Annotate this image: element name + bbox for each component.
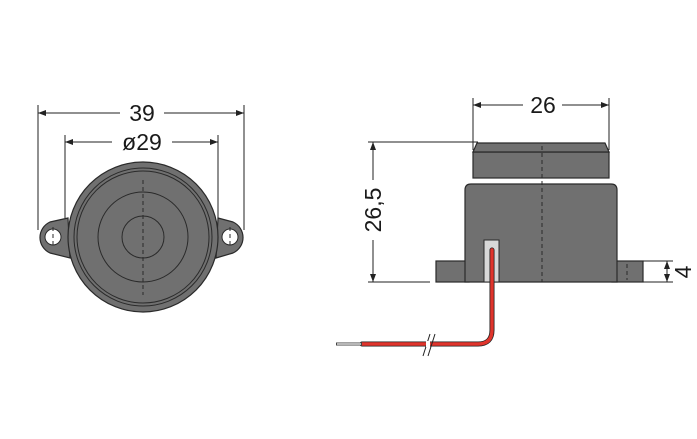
ring xyxy=(76,170,210,304)
dimension-26: 26 xyxy=(472,92,610,150)
width-label: 26 xyxy=(530,92,556,118)
red-wire xyxy=(360,248,494,346)
top-cap xyxy=(472,142,610,153)
housing-lower xyxy=(464,183,618,283)
wire xyxy=(336,247,495,357)
foot-height-label: 4 xyxy=(670,265,696,278)
diameter-label: ø29 xyxy=(122,129,162,155)
dimension-39: 39 xyxy=(37,100,245,230)
housing-upper xyxy=(472,151,610,179)
dimension-26-5: 26,5 xyxy=(360,141,478,283)
side-view: 26 26,5 4 xyxy=(336,92,696,357)
foot-left xyxy=(435,260,470,283)
mounting-ears xyxy=(39,217,244,259)
front-view: 39 ø29 xyxy=(37,100,245,313)
height-label: 26,5 xyxy=(360,188,386,233)
dimension-diameter-29: ø29 xyxy=(64,129,219,218)
ring xyxy=(73,167,213,307)
dimension-4: 4 xyxy=(643,260,696,283)
width-label: 39 xyxy=(129,100,155,126)
